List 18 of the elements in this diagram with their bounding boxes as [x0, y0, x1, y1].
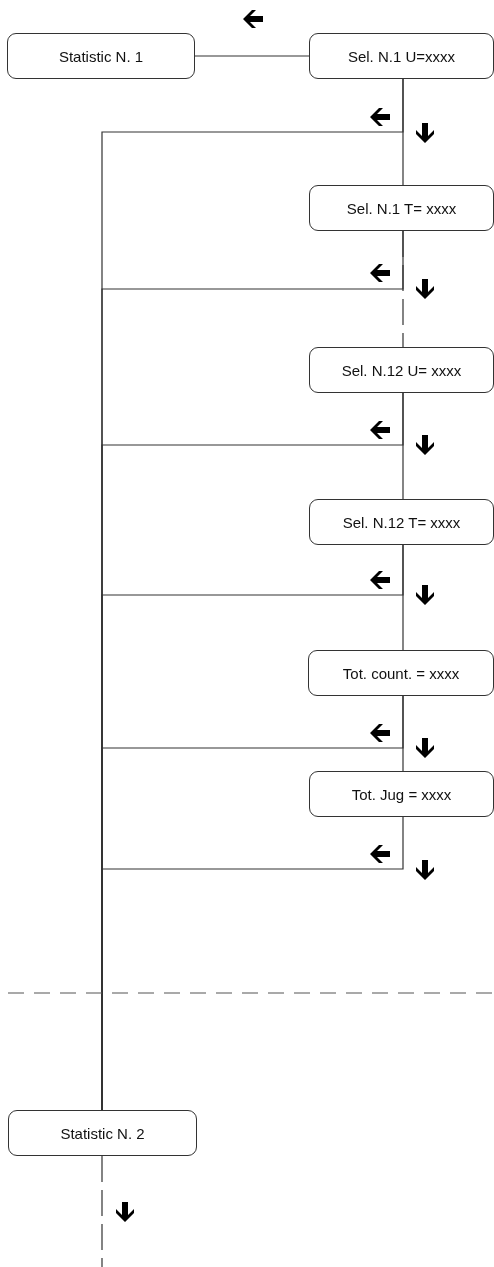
process-box	[308, 650, 494, 696]
connector-line	[194, 55, 310, 57]
process-box	[8, 1110, 197, 1156]
box-label: Sel. N.12 U= xxxx	[341, 361, 462, 379]
box-label: Statistic N. 1	[58, 47, 144, 65]
box-label: Tot. count. = xxxx	[342, 664, 460, 682]
process-box	[309, 185, 494, 231]
box-label: Sel. N.1 T= xxxx	[346, 199, 457, 217]
process-box	[7, 33, 195, 79]
process-box	[309, 771, 494, 817]
box-label: Sel. N.12 T= xxxx	[342, 513, 461, 531]
box-label: Tot. Jug = xxxx	[351, 785, 452, 803]
process-box	[309, 347, 494, 393]
connector-line	[101, 1155, 103, 1267]
process-box	[309, 33, 494, 79]
process-box	[309, 499, 494, 545]
box-label: Sel. N.1 U=xxxx	[347, 47, 456, 65]
box-label: Statistic N. 2	[60, 1124, 145, 1142]
